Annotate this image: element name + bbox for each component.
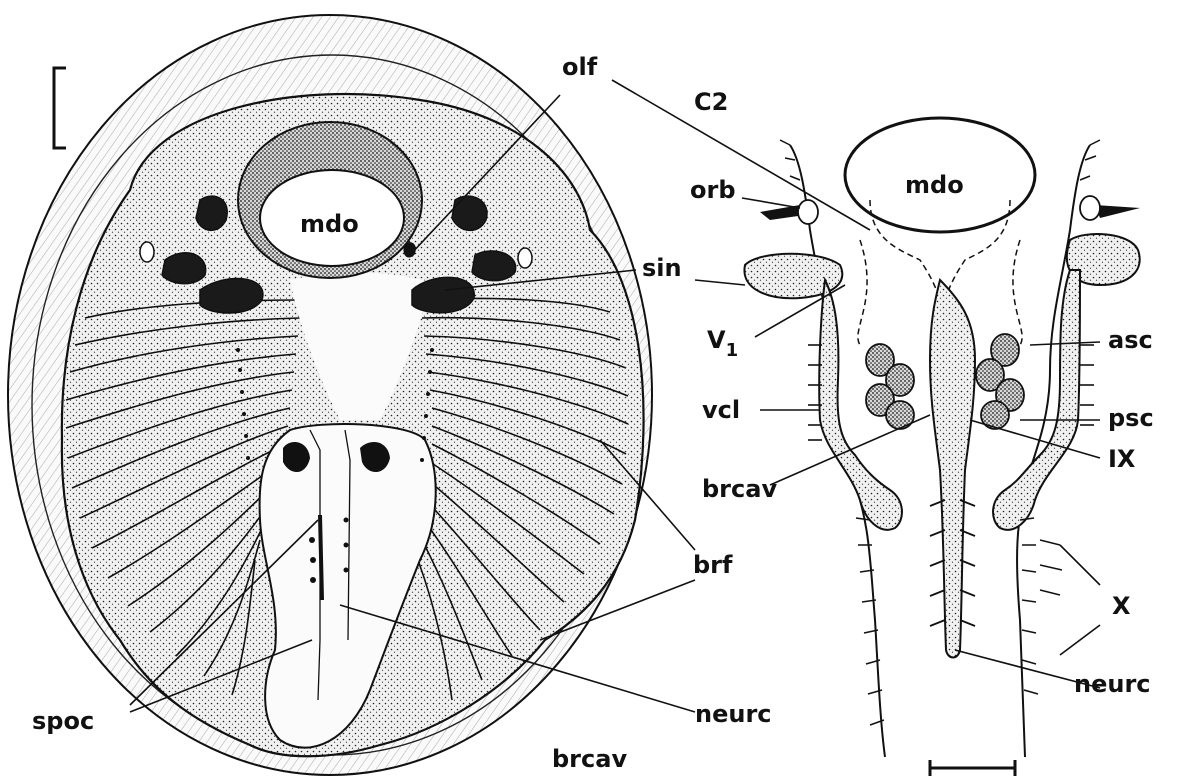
left-sinus-bulb	[743, 252, 844, 300]
right-orbit	[1079, 195, 1140, 221]
label-sin: sin	[642, 254, 682, 282]
scale-bar-horizontal-icon	[928, 760, 1017, 776]
label-asc: asc	[1108, 326, 1153, 354]
right-vcl-spines	[1080, 344, 1094, 426]
central-region	[290, 272, 430, 420]
label-spoc: spoc	[32, 707, 94, 735]
rod-spines	[929, 499, 976, 627]
label-neurc-right: neurc	[1074, 670, 1151, 698]
label-v1-main: V	[707, 326, 726, 354]
mdo-ring	[237, 121, 423, 279]
left-orbit	[760, 199, 819, 225]
left-vcl-tube	[818, 276, 903, 531]
canal-cluster-left	[865, 343, 915, 430]
right-specimen	[743, 116, 1141, 776]
label-brcav-right: brcav	[702, 475, 777, 503]
left-gill-arches	[65, 299, 301, 696]
left-vcl-spines	[808, 344, 822, 441]
label-c2: C2	[694, 88, 728, 116]
label-ix: IX	[1108, 445, 1136, 473]
mdo-oval	[843, 116, 1037, 234]
right-lateral-vessel	[1016, 144, 1091, 758]
right-vcl-tube	[992, 269, 1082, 531]
scale-bar-bracket-icon	[52, 66, 66, 150]
label-orb: orb	[690, 176, 736, 204]
label-brcav-bottom: brcav	[552, 745, 627, 773]
label-x: X	[1112, 592, 1131, 620]
label-vcl: vcl	[702, 396, 740, 424]
nerve-twigs	[779, 139, 1101, 726]
labels: olf C2 mdo mdo orb sin V1 asc vcl psc br…	[32, 53, 1154, 773]
label-psc: psc	[1108, 404, 1154, 432]
label-neurc-left: neurc	[695, 700, 772, 728]
canal-cluster-right	[975, 333, 1025, 430]
leader-lines	[129, 79, 1101, 713]
neural-cord	[258, 423, 437, 749]
left-specimen	[7, 14, 653, 776]
label-v1-sub: 1	[726, 340, 739, 361]
dashed-outline	[857, 199, 1023, 346]
central-rod	[928, 278, 977, 659]
label-olf: olf	[562, 53, 598, 81]
sinus-cavities	[139, 195, 533, 314]
label-mdo-right: mdo	[905, 171, 964, 199]
label-mdo-left: mdo	[300, 210, 359, 238]
dot-chain	[236, 348, 434, 462]
label-v1: V1	[707, 326, 738, 361]
right-gill-arches	[417, 297, 629, 701]
label-brf: brf	[693, 551, 733, 579]
